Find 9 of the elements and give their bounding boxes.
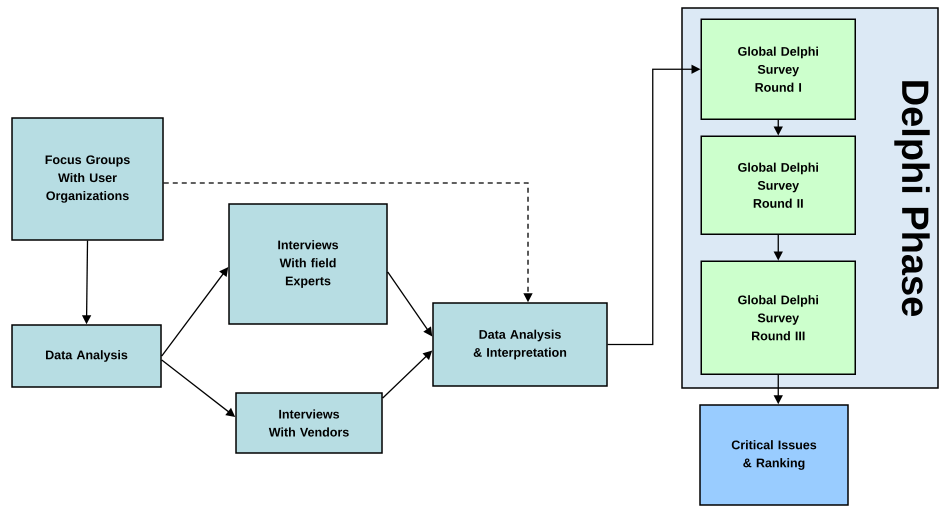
process-box: Interviews With field Experts xyxy=(228,203,388,325)
process-box: Focus Groups With User Organizations xyxy=(11,117,164,241)
process-box: Data Analysis xyxy=(11,324,162,388)
result-box: Critical Issues & Ranking xyxy=(699,404,849,506)
survey-box: Global Delphi Survey Round II xyxy=(700,136,856,235)
survey-box: Global Delphi Survey Round III xyxy=(700,260,856,375)
survey-box: Global Delphi Survey Round I xyxy=(700,18,856,120)
process-box: Interviews With Vendors xyxy=(235,392,383,454)
process-box: Data Analysis & Interpretation xyxy=(432,302,608,387)
